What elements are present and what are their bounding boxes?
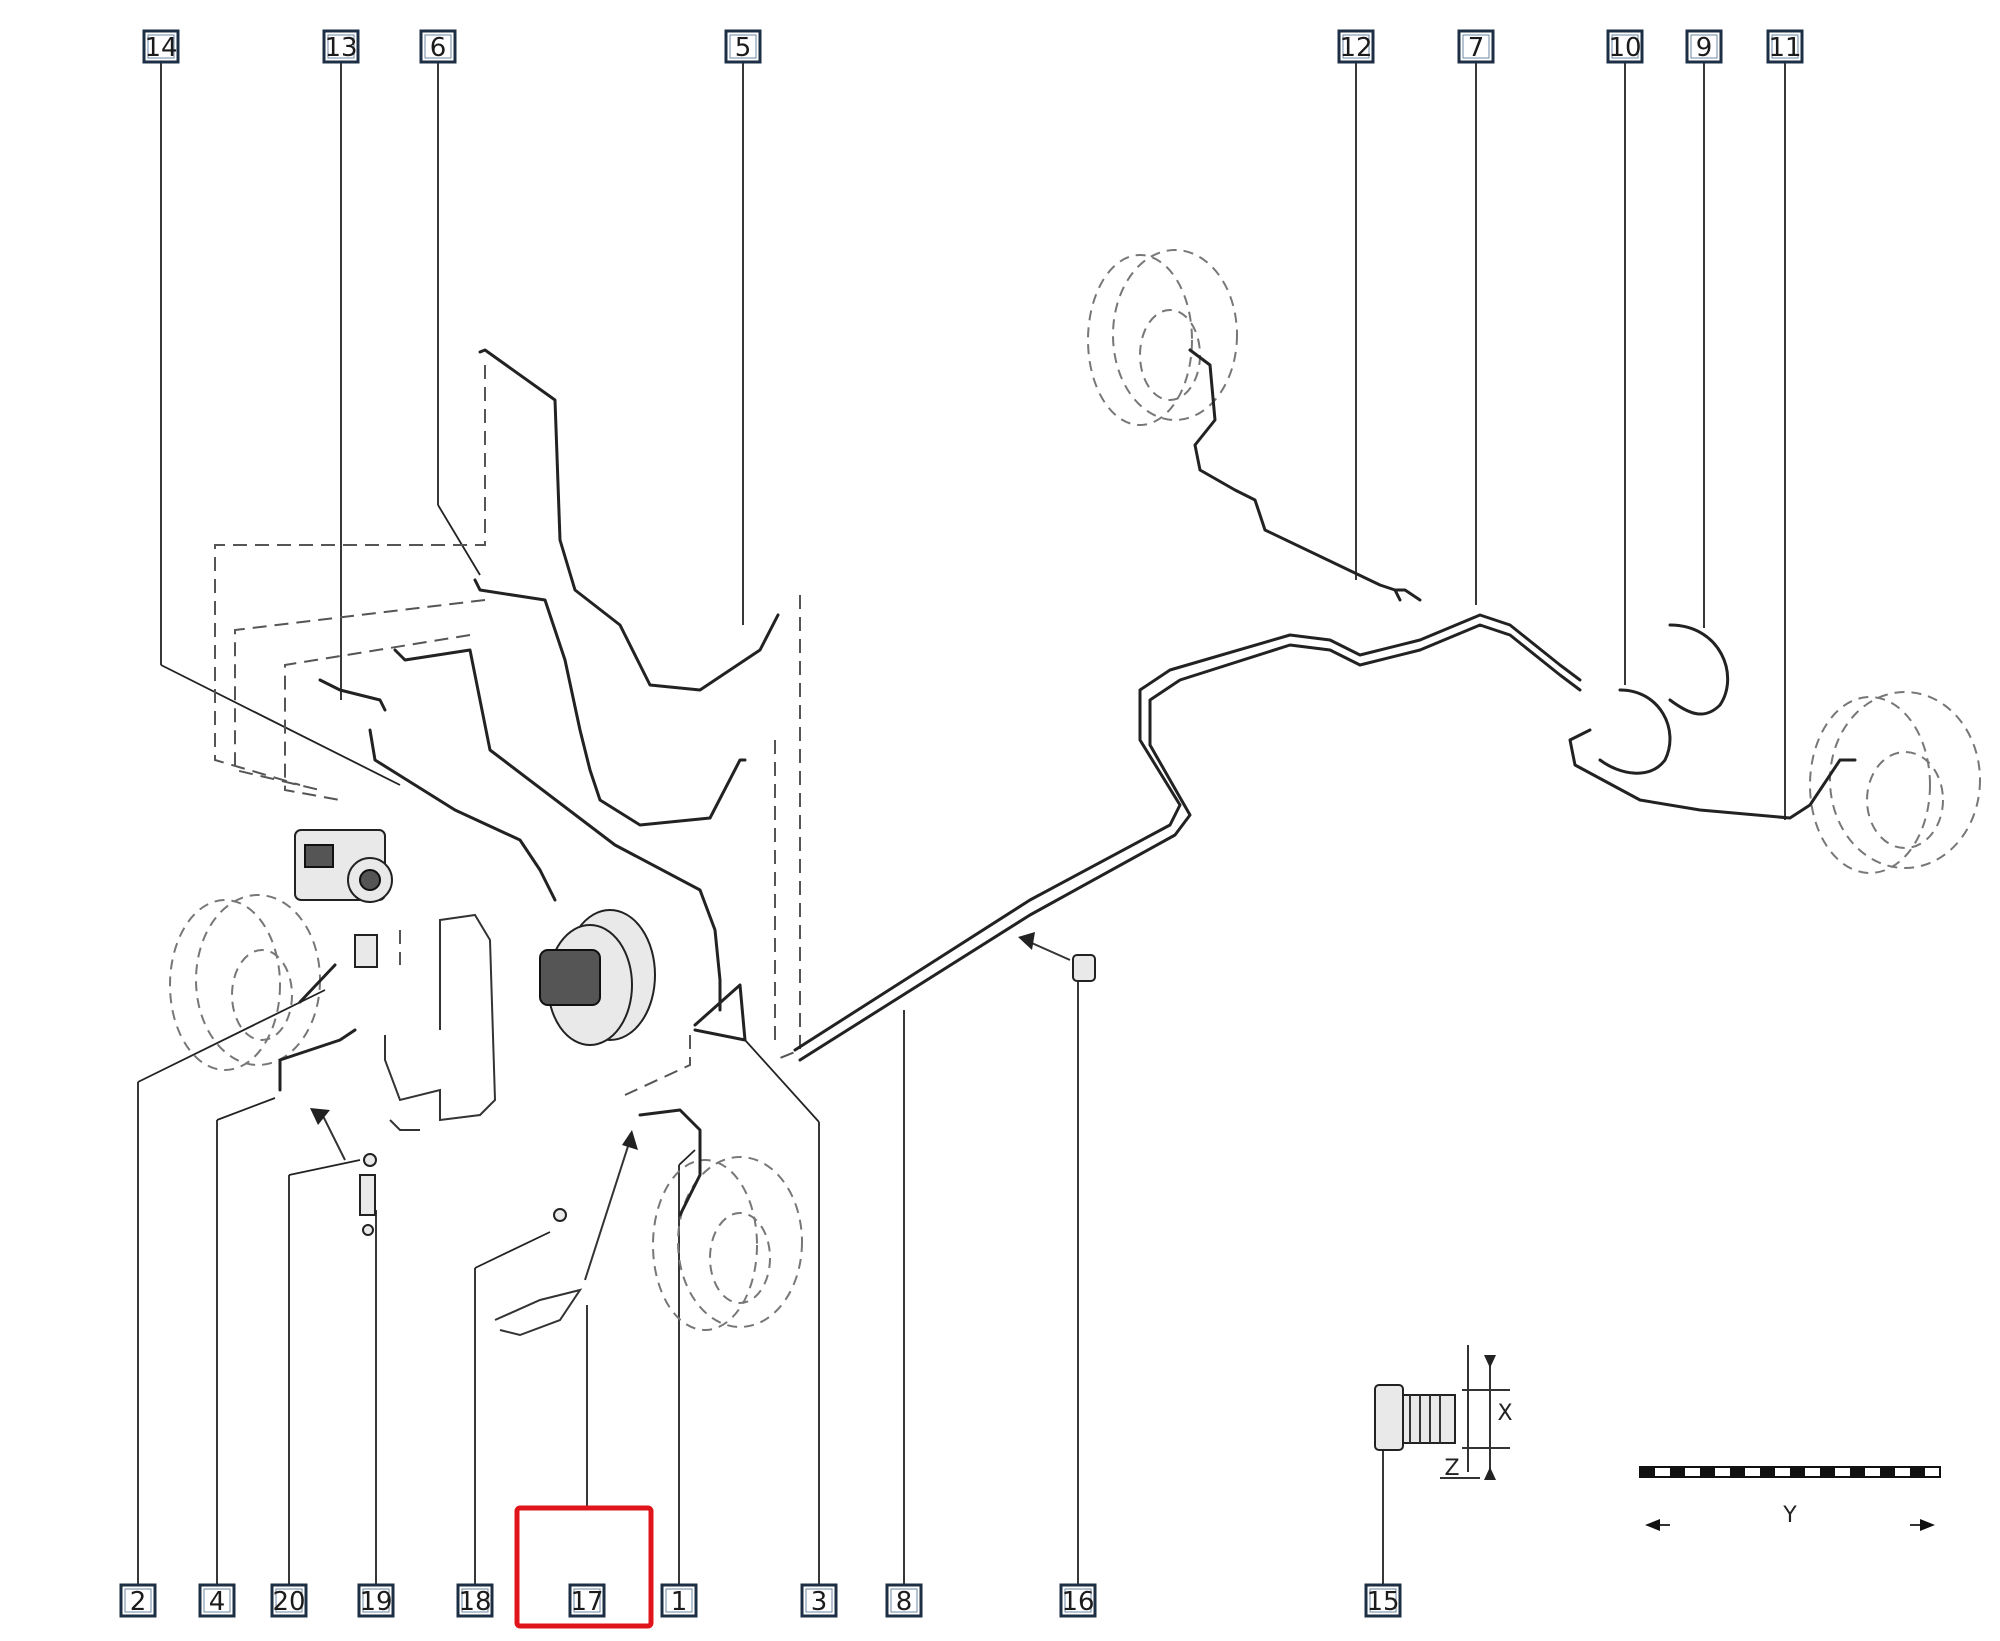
callout-3-label: 3	[811, 1587, 828, 1617]
callout-10[interactable]: 10	[1606, 29, 1644, 64]
callout-7-label: 7	[1468, 33, 1485, 63]
callout-8[interactable]: 8	[885, 1583, 923, 1618]
wheel-rear-right	[1809, 691, 1981, 874]
callouts: 14 13 6 5 12 7 10	[119, 29, 1804, 1618]
callout-5[interactable]: 5	[724, 29, 762, 64]
callout-9[interactable]: 9	[1685, 29, 1723, 64]
fitting-detail: X Z	[1374, 1345, 1513, 1481]
callout-20[interactable]: 20	[270, 1583, 308, 1618]
dimension-x-label: X	[1497, 1401, 1512, 1426]
callout-18[interactable]: 18	[456, 1583, 494, 1618]
callout-17[interactable]: 17	[568, 1583, 606, 1618]
callout-19[interactable]: 19	[357, 1583, 395, 1618]
wheels	[169, 249, 1981, 1331]
callout-8-label: 8	[896, 1587, 913, 1617]
callout-5-label: 5	[735, 33, 752, 63]
components	[294, 829, 1096, 1337]
callout-12[interactable]: 12	[1337, 29, 1375, 64]
callout-17-label: 17	[570, 1587, 603, 1617]
callout-9-label: 9	[1696, 33, 1713, 63]
callout-18-label: 18	[458, 1587, 491, 1617]
callout-16[interactable]: 16	[1059, 1583, 1097, 1618]
callout-10-label: 10	[1608, 33, 1641, 63]
wheel-front-right	[652, 1156, 803, 1331]
hydraulic-unit	[294, 829, 393, 903]
selected-callout-highlight	[514, 1505, 654, 1629]
callout-6[interactable]: 6	[419, 29, 457, 64]
routing-guide-lines	[214, 365, 801, 1096]
callout-13[interactable]: 13	[322, 29, 360, 64]
callout-15[interactable]: 15	[1364, 1583, 1402, 1618]
callout-14[interactable]: 14	[142, 29, 180, 64]
callout-16-label: 16	[1061, 1587, 1094, 1617]
callout-4[interactable]: 4	[198, 1583, 236, 1618]
callout-13-label: 13	[324, 33, 357, 63]
callout-11[interactable]: 11	[1766, 29, 1804, 64]
callout-3[interactable]: 3	[800, 1583, 838, 1618]
callout-12-label: 12	[1339, 33, 1372, 63]
callout-4-label: 4	[209, 1587, 226, 1617]
callout-2[interactable]: 2	[119, 1583, 157, 1618]
brake-servo	[539, 909, 656, 1046]
brake-pipes	[278, 348, 1857, 1217]
dimension-z-label: Z	[1444, 1456, 1459, 1481]
callout-19-label: 19	[359, 1587, 392, 1617]
callout-15-label: 15	[1366, 1587, 1399, 1617]
callout-7[interactable]: 7	[1457, 29, 1495, 64]
callout-2-label: 2	[130, 1587, 147, 1617]
callout-20-label: 20	[272, 1587, 305, 1617]
wheel-front-left	[169, 894, 321, 1071]
callout-1-label: 1	[671, 1587, 688, 1617]
callout-14-label: 14	[144, 33, 177, 63]
leader-lines	[137, 62, 1786, 1585]
scale-bar: Y	[1639, 1466, 1941, 1531]
callout-6-label: 6	[430, 33, 447, 63]
dimension-y-label: Y	[1782, 1503, 1797, 1528]
callout-1[interactable]: 1	[660, 1583, 698, 1618]
clip-19	[359, 1153, 377, 1236]
wheel-rear-left	[1087, 249, 1238, 426]
bracket-17	[494, 1208, 583, 1337]
callout-11-label: 11	[1768, 33, 1801, 63]
